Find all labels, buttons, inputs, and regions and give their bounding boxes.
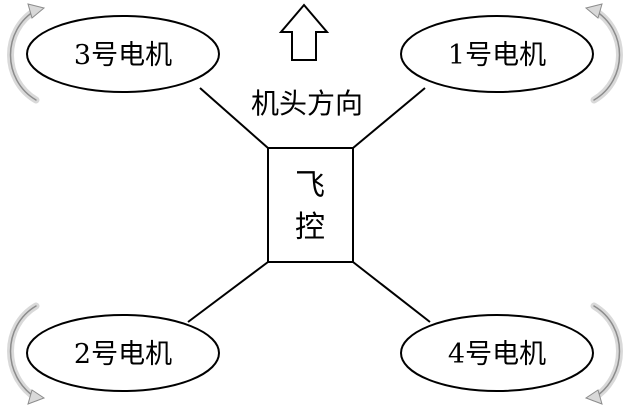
motor-1-label: 1号电机	[448, 40, 546, 71]
motor-1: 1号电机	[400, 15, 594, 93]
motor-2: 2号电机	[26, 314, 220, 392]
arm-to-motor-2	[187, 261, 269, 323]
arm-to-motor-3	[199, 87, 269, 149]
motor-2-label: 2号电机	[74, 339, 172, 370]
flight-controller-label-line2: 控	[295, 210, 325, 245]
motor-4-rotation-arrow-icon	[590, 302, 623, 402]
rotation-arrows	[7, 3, 623, 405]
flight-controller-label-line1: 飞	[295, 168, 325, 203]
motor-3: 3号电机	[26, 15, 220, 93]
motor-3-label: 3号电机	[74, 40, 172, 71]
flight-controller-box	[267, 147, 354, 263]
motor-2-ellipse	[26, 314, 220, 392]
motor-3-ellipse	[26, 15, 220, 93]
motor-4-label: 4号电机	[448, 339, 546, 370]
motor-1-ellipse	[400, 15, 594, 93]
frame-arms	[187, 87, 431, 323]
motor-4: 4号电机	[400, 314, 594, 392]
motor-4-ellipse	[400, 314, 594, 392]
heading-arrow-icon	[278, 3, 330, 61]
motor-1-rotation-arrow-icon	[590, 6, 623, 104]
arm-to-motor-4	[352, 261, 431, 323]
arm-to-motor-1	[352, 87, 426, 149]
heading-direction-label: 机头方向	[251, 87, 363, 120]
